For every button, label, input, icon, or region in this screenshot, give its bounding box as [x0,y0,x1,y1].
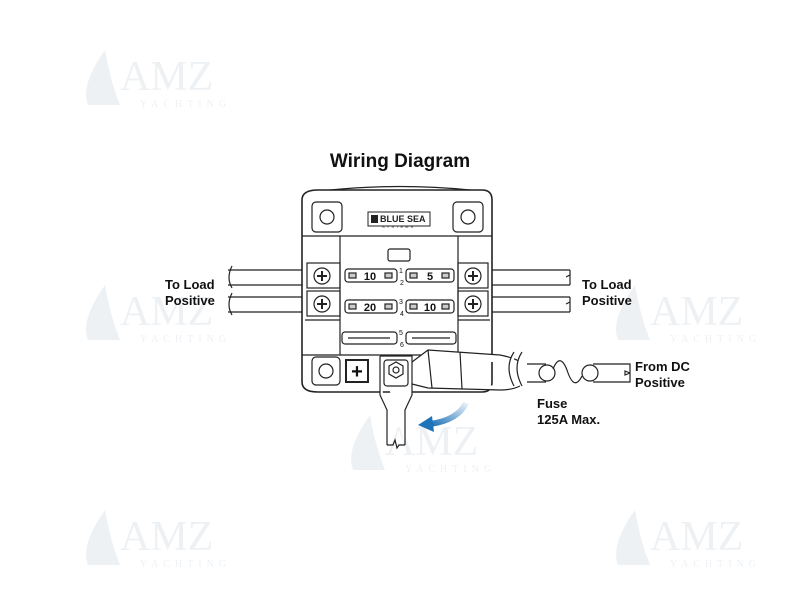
right-load-wires [485,269,571,313]
svg-text:AMZ: AMZ [650,514,743,560]
screw-icon [464,267,482,285]
svg-text:YACHTING: YACHTING [670,334,761,345]
svg-text:3: 3 [399,299,403,306]
positive-symbol: + [351,361,363,383]
svg-text:AMZ: AMZ [120,289,213,335]
fuses: 10 1 5 2 20 3 10 4 5 6 [341,268,457,349]
fuse-6: 6 [400,331,457,349]
fuse-4: 10 4 [400,299,455,318]
load-terminal-screws [313,267,482,313]
direction-arrow-icon [418,401,469,432]
right-load-label-line2: Positive [582,293,632,308]
svg-text:BLUE SEA: BLUE SEA [380,214,426,224]
screw-icon [313,267,331,285]
fuse-2: 5 2 [400,268,455,287]
svg-text:20: 20 [364,302,376,314]
watermark: AMZ YACHTING [86,510,231,570]
svg-text:YACHTING: YACHTING [405,464,496,475]
labels: To Load Positive To Load Positive From D… [165,277,691,427]
svg-text:6: 6 [400,342,404,349]
svg-text:YACHTING: YACHTING [140,334,231,345]
svg-text:2: 2 [400,280,404,287]
fuse-rating-label: 125A Max. [537,412,600,427]
svg-text:SYSTEMS: SYSTEMS [382,224,415,229]
svg-text:5: 5 [399,330,403,337]
svg-text:AMZ: AMZ [120,514,213,560]
watermark: AMZ YACHTING [616,285,761,345]
svg-text:5: 5 [427,271,433,283]
watermark: AMZ YACHTING [86,50,231,110]
fuse-label: Fuse [537,396,567,411]
watermark: AMZ YACHTING [616,510,761,570]
screw-icon [464,295,482,313]
screw-icon [313,295,331,313]
svg-text:10: 10 [424,302,436,314]
blue-sea-logo: BLUE SEA SYSTEMS [367,211,431,229]
fuse-3: 20 3 [344,299,403,314]
right-load-label: To Load [582,277,632,292]
left-load-wires [228,265,308,316]
dc-positive-label: From DC [635,359,691,374]
fuse-1: 10 1 [344,268,403,283]
svg-text:YACHTING: YACHTING [670,559,761,570]
inline-fuse [527,360,631,384]
svg-text:AMZ: AMZ [120,54,213,100]
diagram-title: Wiring Diagram [330,151,470,172]
fuse-5: 5 [341,330,403,345]
svg-text:10: 10 [364,271,376,283]
svg-text:1: 1 [399,268,403,275]
left-load-label-line2: Positive [165,293,215,308]
watermark: AMZ YACHTING [86,285,231,345]
svg-text:4: 4 [400,311,404,318]
bus-terminals: + [311,349,523,450]
svg-text:YACHTING: YACHTING [140,99,231,110]
left-load-label: To Load [165,277,215,292]
svg-text:AMZ: AMZ [650,289,743,335]
svg-text:YACHTING: YACHTING [140,559,231,570]
dc-positive-label-line2: Positive [635,375,685,390]
